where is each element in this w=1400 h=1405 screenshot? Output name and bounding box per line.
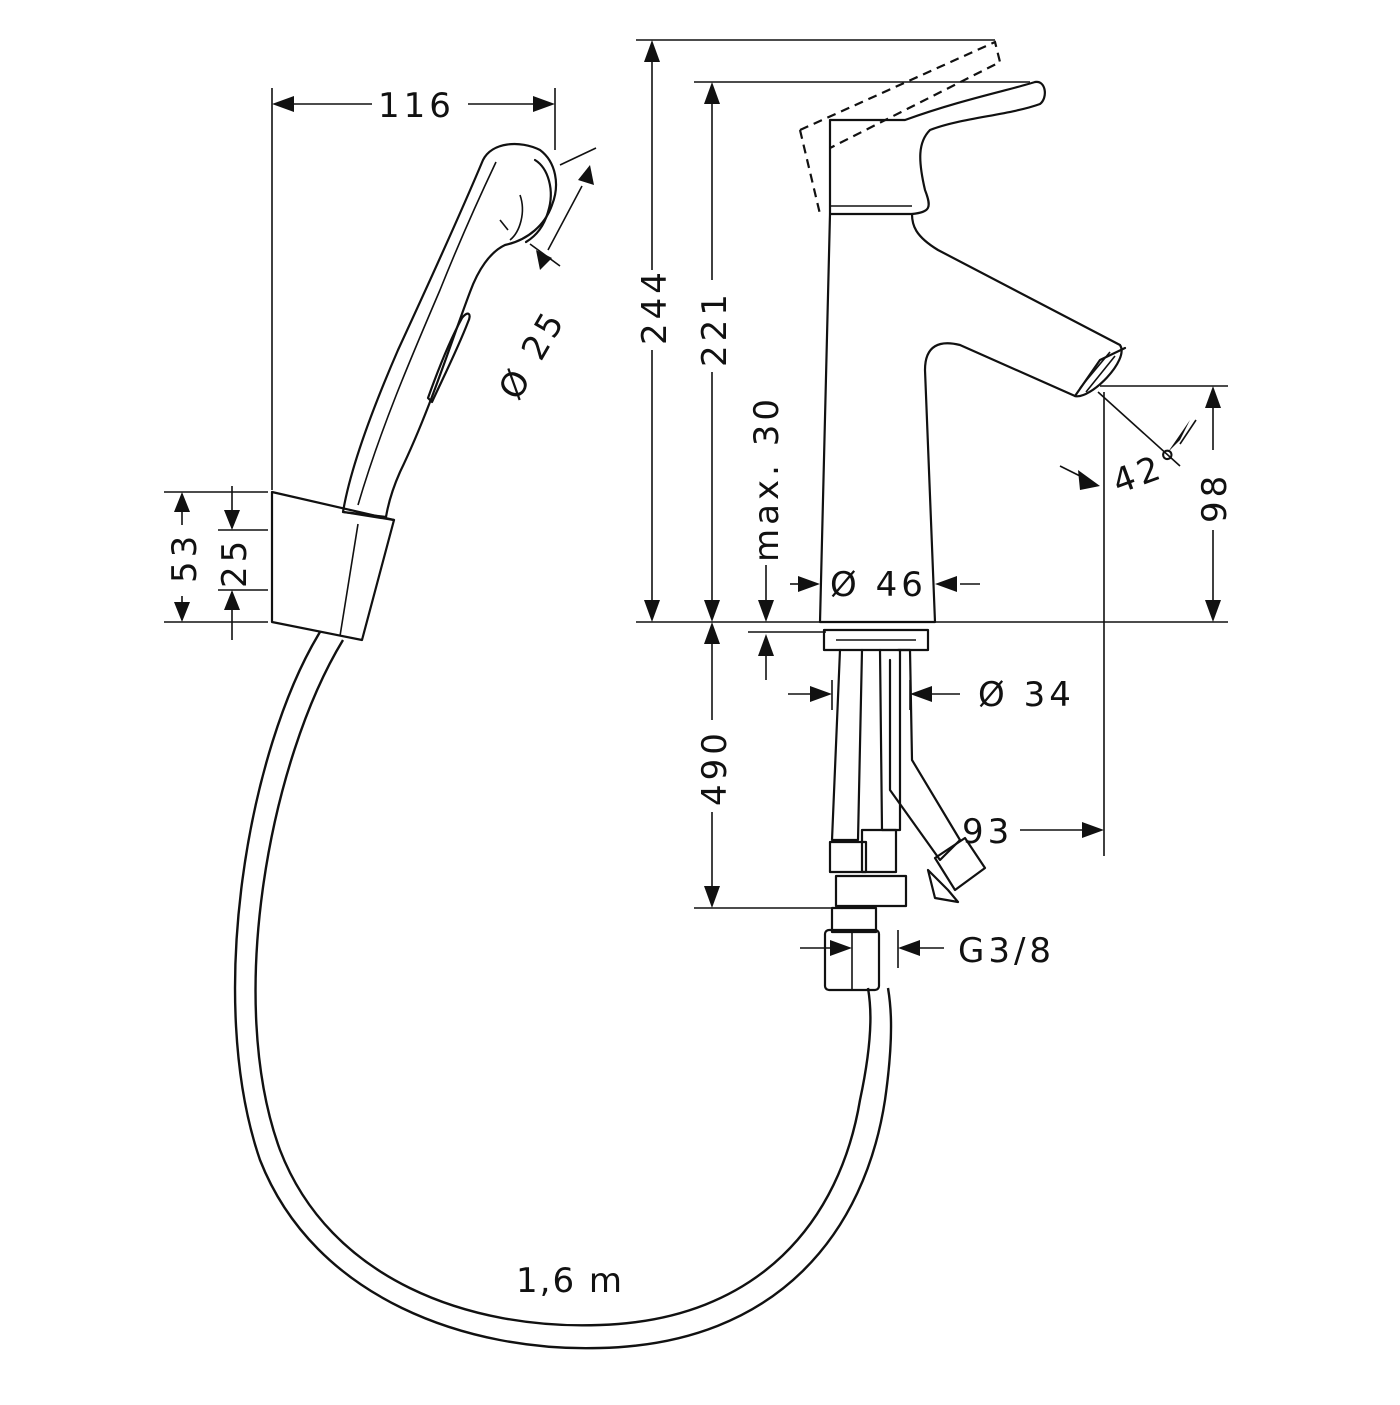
hand-shower xyxy=(341,143,558,519)
shower-hose xyxy=(233,631,893,1350)
dimension-lines xyxy=(164,39,1228,968)
dimension-labels: 116 Ø 25 53 25 244 221 max. 30 Ø 46 Ø 34… xyxy=(165,86,1235,1301)
label-116: 116 xyxy=(378,86,455,126)
hose-connector xyxy=(823,906,881,992)
label-angle-42: 42° xyxy=(1107,440,1189,502)
label-490: 490 xyxy=(695,729,735,806)
mixer-tap xyxy=(798,40,1127,908)
label-hose-length: 1,6 m xyxy=(516,1261,624,1301)
label-93: 93 xyxy=(962,812,1013,852)
label-25: 25 xyxy=(215,537,255,588)
label-221: 221 xyxy=(695,290,735,367)
label-diameter-34: Ø 34 xyxy=(978,675,1075,715)
label-thread: G3/8 xyxy=(958,931,1055,971)
label-diameter-46: Ø 46 xyxy=(830,565,927,605)
label-53: 53 xyxy=(165,532,205,583)
wall-holder xyxy=(270,490,396,642)
label-max-30: max. 30 xyxy=(747,395,787,562)
label-diameter-25: Ø 25 xyxy=(491,303,574,407)
label-244: 244 xyxy=(635,268,675,345)
label-98: 98 xyxy=(1195,472,1235,523)
